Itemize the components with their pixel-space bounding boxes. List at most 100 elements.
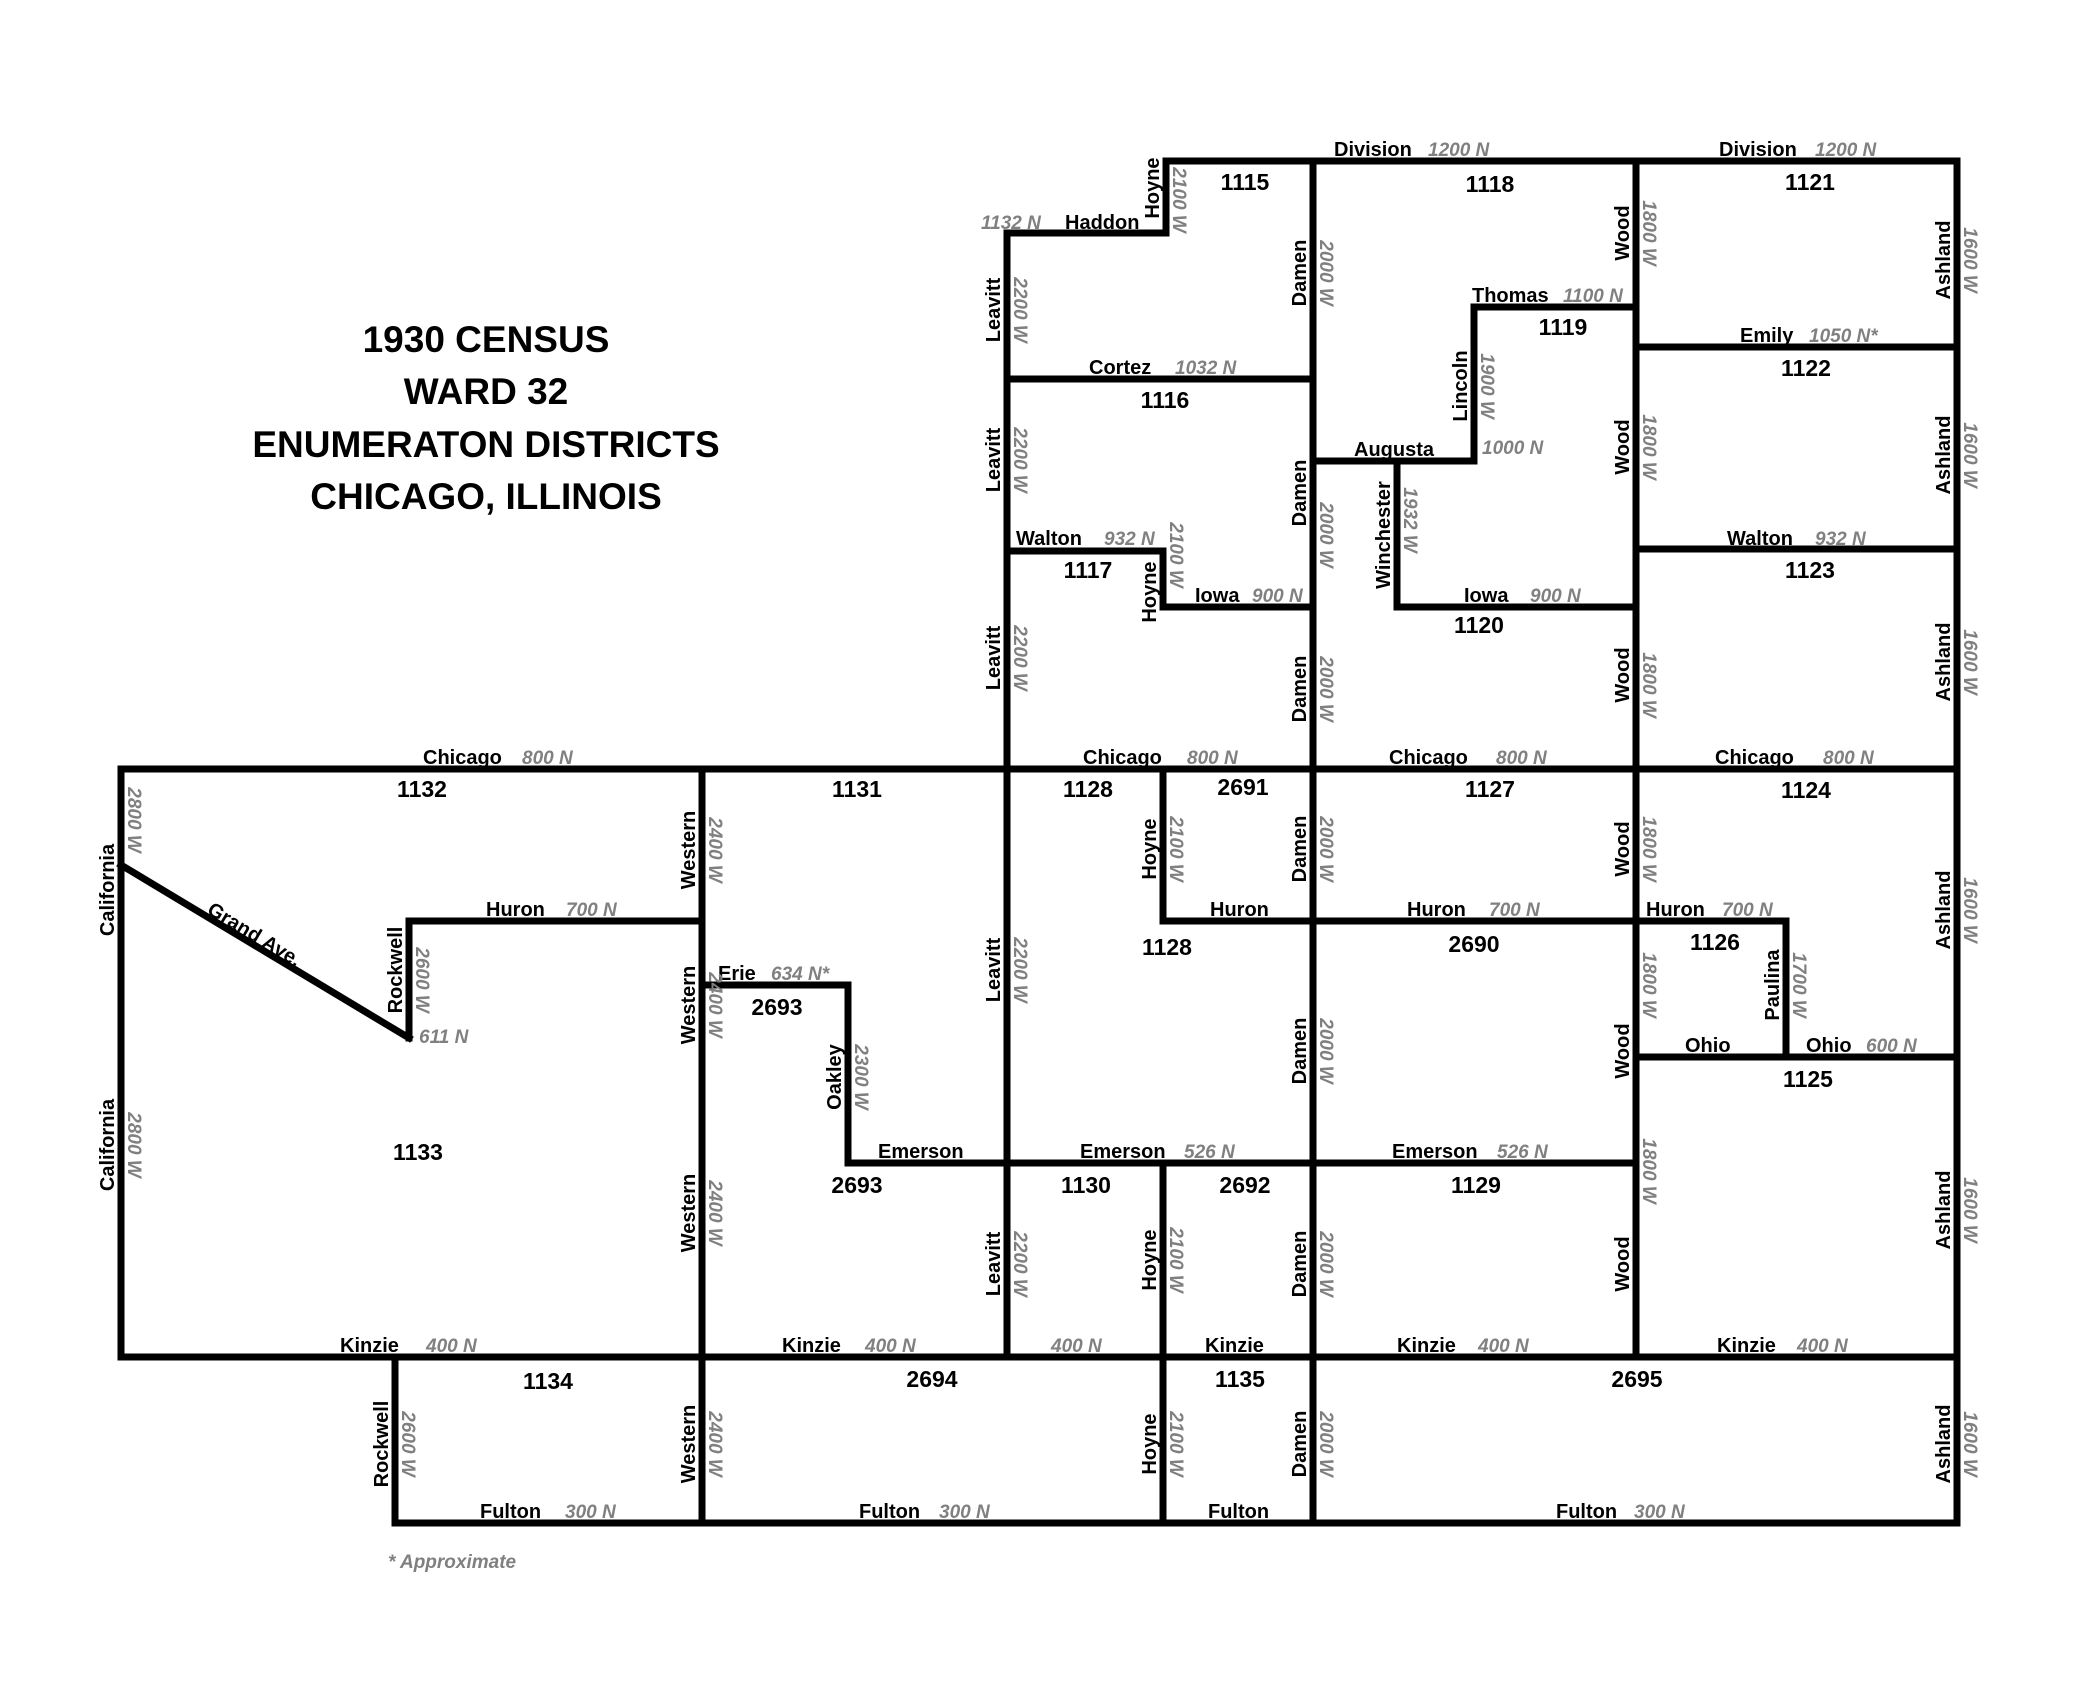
- addr-wood-2: 1800 W: [1638, 414, 1659, 482]
- label-chicago-2: Chicago: [1083, 747, 1162, 769]
- addr-fulton-4: 300 N: [1634, 1502, 1686, 1523]
- district-1124: 1124: [1781, 777, 1831, 803]
- addr-fulton-1: 300 N: [565, 1502, 617, 1523]
- vertical-street-labels: California 2800 W California 2800 W Rock…: [97, 157, 1980, 1487]
- label-chicago-3: Chicago: [1389, 747, 1468, 769]
- label-western-2: Western: [678, 966, 700, 1045]
- label-wood-3: Wood: [1612, 647, 1634, 702]
- label-hoyne-3: Hoyne: [1139, 818, 1161, 879]
- label-damen-3: Damen: [1289, 656, 1311, 723]
- addr-chicago-2: 800 N: [1187, 748, 1239, 769]
- district-1127: 1127: [1465, 776, 1515, 802]
- label-fulton-4: Fulton: [1556, 1501, 1617, 1523]
- label-damen-7: Damen: [1289, 1411, 1311, 1478]
- boundary-grand: [116, 860, 414, 1043]
- addr-division-1: 1200 N: [1428, 140, 1491, 161]
- label-hoyne-1: Hoyne: [1142, 157, 1164, 218]
- district-numbers: 1115 1118 1121 1119 1122 1116 1117 1123 …: [393, 169, 1835, 1394]
- district-1133: 1133: [393, 1139, 443, 1165]
- addr-huron-4: 700 N: [1722, 900, 1774, 921]
- label-california-1: California: [97, 843, 119, 936]
- addr-hoyne-2: 2100 W: [1165, 521, 1186, 590]
- district-2695: 2695: [1611, 1366, 1662, 1392]
- addr-winchester: 1932 W: [1399, 487, 1420, 555]
- addr-grand-end: 611 N: [419, 1027, 470, 1048]
- district-1119: 1119: [1539, 314, 1588, 340]
- label-hoyne-2: Hoyne: [1139, 561, 1161, 622]
- label-oakley: Oakley: [824, 1043, 846, 1109]
- title-line-1: 1930 CENSUS: [363, 319, 610, 360]
- label-ashland-6: Ashland: [1933, 1405, 1955, 1484]
- addr-huron-3: 700 N: [1489, 900, 1541, 921]
- addr-haddon: 1132 N: [981, 213, 1042, 234]
- label-lincoln: Lincoln: [1450, 350, 1472, 421]
- addr-hoyne-3: 2100 W: [1165, 815, 1186, 884]
- addr-kinzie-3: 400 N: [1050, 1336, 1103, 1357]
- addr-wood-6: 1800 W: [1638, 1138, 1659, 1206]
- addr-rockwell-1: 2600 W: [411, 946, 432, 1015]
- addr-division-2: 1200 N: [1815, 140, 1878, 161]
- addr-leavitt-4: 2200 W: [1009, 936, 1030, 1005]
- district-1120: 1120: [1454, 612, 1504, 638]
- title-line-2: WARD 32: [404, 371, 568, 412]
- label-thomas: Thomas: [1472, 285, 1549, 307]
- addr-hoyne-1: 2100 W: [1168, 166, 1189, 235]
- district-1121: 1121: [1785, 169, 1835, 195]
- label-leavitt-4: Leavitt: [983, 937, 1005, 1002]
- addr-hoyne-4: 2100 W: [1165, 1226, 1186, 1295]
- footnote: * Approximate: [388, 1552, 517, 1573]
- label-rockwell-1: Rockwell: [385, 927, 407, 1014]
- label-rockwell-2: Rockwell: [371, 1401, 393, 1488]
- district-1128-a: 1128: [1063, 776, 1113, 802]
- district-boundaries: [116, 157, 1961, 1527]
- addr-lincoln: 1900 W: [1476, 353, 1497, 421]
- label-leavitt-2: Leavitt: [983, 427, 1005, 492]
- label-huron-4: Huron: [1646, 899, 1705, 921]
- label-leavitt-1: Leavitt: [983, 277, 1005, 342]
- addr-damen-6: 2000 W: [1315, 1230, 1336, 1299]
- label-damen-6: Damen: [1289, 1231, 1311, 1298]
- addr-wood-4: 1800 W: [1638, 816, 1659, 884]
- addr-walton-west: 932 N: [1104, 529, 1156, 550]
- addr-damen-5: 2000 W: [1315, 1017, 1336, 1086]
- addr-california-2: 2800 W: [123, 1111, 144, 1180]
- label-huron-3: Huron: [1407, 899, 1466, 921]
- label-damen-5: Damen: [1289, 1018, 1311, 1085]
- label-fulton-3: Fulton: [1208, 1501, 1269, 1523]
- label-haddon: Haddon: [1065, 212, 1139, 234]
- label-western-1: Western: [678, 811, 700, 890]
- addr-iowa-east: 900 N: [1530, 586, 1582, 607]
- label-wood-5: Wood: [1612, 1023, 1634, 1078]
- addr-fulton-2: 300 N: [939, 1502, 991, 1523]
- district-1117: 1117: [1064, 557, 1113, 583]
- label-iowa-east: Iowa: [1464, 585, 1509, 607]
- addr-wood-5: 1800 W: [1638, 952, 1659, 1020]
- label-emerson-3: Emerson: [1392, 1141, 1478, 1163]
- addr-wood-3: 1800 W: [1638, 652, 1659, 720]
- label-damen-2: Damen: [1289, 460, 1311, 527]
- label-augusta: Augusta: [1354, 439, 1435, 461]
- label-cortez: Cortez: [1089, 357, 1151, 379]
- district-1115: 1115: [1221, 169, 1270, 195]
- addr-leavitt-1: 2200 W: [1009, 276, 1030, 345]
- label-emily: Emily: [1740, 325, 1794, 347]
- addr-oakley: 2300 W: [850, 1043, 871, 1112]
- addr-damen-3: 2000 W: [1315, 655, 1336, 724]
- addr-damen-7: 2000 W: [1315, 1410, 1336, 1479]
- district-1125: 1125: [1783, 1066, 1833, 1092]
- addr-ashland-4: 1600 W: [1959, 877, 1980, 945]
- label-division-1: Division: [1334, 139, 1412, 161]
- district-1126: 1126: [1690, 929, 1740, 955]
- addr-rockwell-2: 2600 W: [397, 1410, 418, 1479]
- district-1130: 1130: [1061, 1172, 1111, 1198]
- addr-emerson-2: 526 N: [1184, 1142, 1236, 1163]
- addr-ashland-2: 1600 W: [1959, 422, 1980, 490]
- addr-erie: 634 N*: [771, 964, 831, 985]
- addr-leavitt-3: 2200 W: [1009, 624, 1030, 693]
- label-emerson-2: Emerson: [1080, 1141, 1166, 1163]
- addr-california-1: 2800 W: [123, 786, 144, 855]
- label-walton-east: Walton: [1727, 528, 1793, 550]
- label-kinzie-5: Kinzie: [1397, 1335, 1456, 1357]
- addr-hoyne-5: 2100 W: [1165, 1410, 1186, 1479]
- addr-western-2: 2400 W: [704, 971, 725, 1040]
